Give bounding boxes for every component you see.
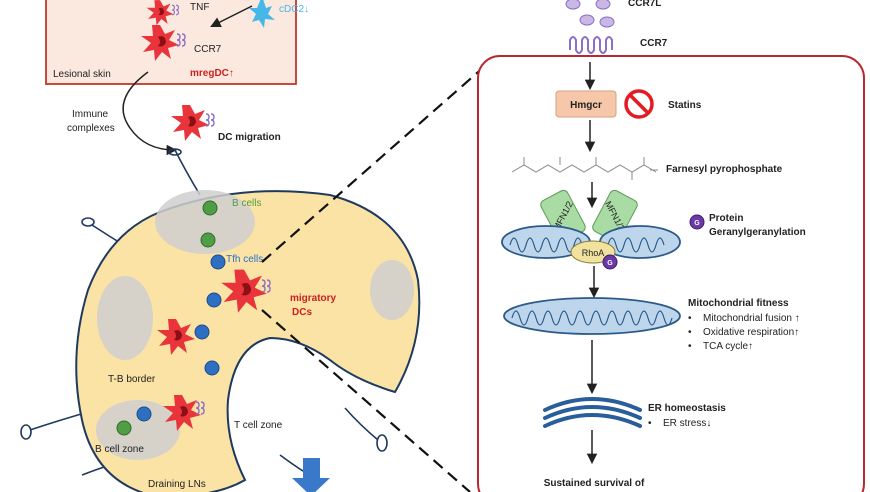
g-letter-rhoa: G <box>607 260 613 267</box>
mito-bullet: • <box>688 327 692 338</box>
b-cell-zone-label: B cell zone <box>95 444 144 455</box>
mito-title: Mitochondrial fitness <box>688 298 789 309</box>
tfh-cell <box>210 254 226 270</box>
mito-item-1: Oxidative respiration↑ <box>703 327 799 338</box>
tfh-cell <box>194 324 210 340</box>
zoom-line-top <box>261 65 486 263</box>
ccr7-label-skin: CCR7 <box>194 44 222 55</box>
mito-item-2: TCA cycle↑ <box>703 341 753 352</box>
hmgcr-box <box>555 90 617 118</box>
lesional-skin-label: Lesional skin <box>53 69 111 80</box>
dc-migration-label: DC migration <box>218 132 281 143</box>
tnf-arrow <box>210 5 253 27</box>
ccr7-receptor <box>569 36 613 54</box>
farnesyl-structure <box>511 157 658 180</box>
ccr7l-label: CCR7L <box>628 0 661 9</box>
b-cell <box>116 420 132 436</box>
b-cells-label: B cells <box>232 198 261 209</box>
g-badge-rhoa <box>602 254 618 270</box>
cdc2-label: cDC2↓ <box>279 4 309 15</box>
migration-arrow <box>122 71 178 156</box>
t-cell-zone-label: T cell zone <box>234 420 283 431</box>
tnf-label: TNF <box>190 2 209 13</box>
farnesyl-label: Farnesyl pyrophosphate <box>666 164 783 175</box>
cdc2-cell <box>249 0 275 28</box>
mito-item-0: Mitochondrial fusion ↑ <box>703 313 800 324</box>
b-cell-follicle-bottom <box>96 400 180 460</box>
tfh-cell <box>204 360 220 376</box>
follicle-right <box>370 260 414 320</box>
mechanism-panel <box>477 55 865 492</box>
b-cell-follicle-top <box>155 190 255 254</box>
g-letter-legend: G <box>694 220 700 227</box>
geranyl-label: Geranylgeranylation <box>709 227 806 238</box>
ccr7-label: CCR7 <box>640 38 668 49</box>
outcome-arrow <box>292 458 330 492</box>
fused-mitochondrion <box>503 297 681 335</box>
er-icon <box>543 397 642 428</box>
zoom-line-bottom <box>261 309 471 492</box>
ccr7l-ligands <box>565 0 615 28</box>
migrating-dc-cell <box>171 105 209 141</box>
tb-border-label: T-B border <box>108 374 156 385</box>
statins-label: Statins <box>668 100 702 111</box>
mito-bullet: • <box>688 313 692 324</box>
follicle-left <box>97 276 153 360</box>
inhibition-icon <box>624 89 654 119</box>
hmgcr-label: Hmgcr <box>570 100 602 111</box>
mitochondrion-left <box>501 225 591 259</box>
mregdc-label: mregDC↑ <box>190 68 234 79</box>
er-title: ER homeostasis <box>648 403 726 414</box>
er-bullet: • <box>648 418 652 429</box>
migratory-dcs-label-1: migratory <box>290 293 337 304</box>
migratory-dcs-label-2: DCs <box>292 307 312 318</box>
mito-bullet: • <box>688 341 692 352</box>
protein-label: Protein <box>709 213 743 224</box>
immune-complexes-label-2: complexes <box>67 123 115 134</box>
tfh-cells-label: Tfh cells <box>226 254 263 265</box>
rhoa-label: RhoA <box>582 248 605 258</box>
g-badge-legend <box>689 214 705 230</box>
t-cell-zone-boundary <box>227 337 396 401</box>
b-cell <box>202 200 218 216</box>
b-cell <box>200 232 216 248</box>
er-item: ER stress↓ <box>663 418 711 429</box>
survival-label: Sustained survival of <box>544 478 645 489</box>
tfh-cell <box>206 292 222 308</box>
draining-lns-label: Draining LNs <box>148 479 206 490</box>
tfh-cell <box>136 406 152 422</box>
immune-complexes-label-1: Immune <box>72 109 109 120</box>
